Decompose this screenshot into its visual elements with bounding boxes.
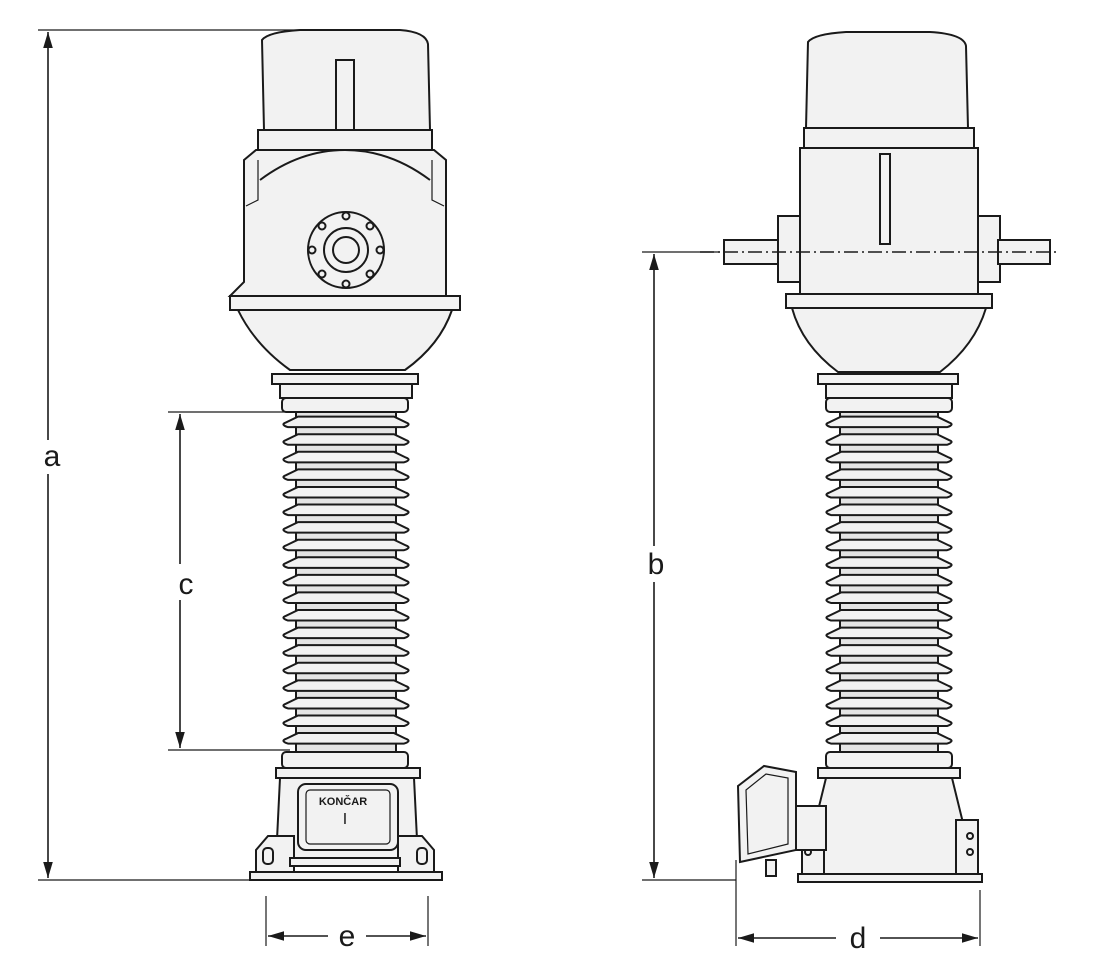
dimension-d-label: d: [850, 922, 867, 955]
side-base-plate: [797, 873, 983, 883]
insulator-shed: [282, 485, 410, 499]
insulator-shed: [825, 573, 953, 587]
side-base-frame: [800, 777, 978, 877]
side-terminal-flange-right: [977, 215, 1001, 283]
side-insulator-sheds: [825, 415, 953, 745]
insulator-shed: [282, 661, 410, 675]
side-terminal-flange-left: [777, 215, 801, 283]
insulator-shed: [825, 644, 953, 657]
insulator-shed: [282, 696, 410, 710]
nameplate-brand: KONČAR: [319, 795, 367, 808]
front-head-flange: [307, 211, 385, 289]
side-top-cap: [804, 31, 970, 129]
insulator-shed: [282, 591, 410, 604]
insulator-shed: [825, 732, 953, 745]
front-neck-flange: [271, 373, 419, 385]
insulator-shed: [825, 591, 953, 604]
insulator-shed: [825, 503, 953, 517]
insulator-shed: [825, 468, 953, 481]
front-left-foot: [255, 835, 295, 877]
insulator-shed: [282, 468, 410, 481]
side-view: [700, 31, 1060, 883]
insulator-shed: [282, 433, 410, 446]
insulator-shed: [282, 503, 410, 517]
insulator-shed: [825, 696, 953, 710]
dimension-a: a: [38, 29, 300, 881]
insulator-shed: [825, 521, 953, 534]
insulator-shed: [282, 556, 410, 569]
insulator-shed: [282, 644, 410, 657]
insulator-shed: [282, 732, 410, 745]
insulator-shed: [825, 714, 953, 728]
dimension-c: c: [168, 411, 290, 751]
dimension-e-label: e: [339, 920, 356, 953]
insulator-shed: [825, 538, 953, 552]
nameplate-mark: I: [343, 811, 347, 828]
dimension-b: b: [642, 251, 736, 881]
front-bowl: [236, 309, 454, 371]
front-base-plate: [249, 871, 443, 881]
insulator-shed: [282, 679, 410, 692]
insulator-shed: [282, 609, 410, 622]
insulator-shed: [282, 450, 410, 464]
insulator-shed: [282, 714, 410, 728]
insulator-shed: [825, 626, 953, 640]
front-lower-ring: [281, 751, 409, 769]
dimension-b-label: b: [648, 548, 665, 581]
insulator-shed: [825, 415, 953, 429]
front-view: KONČAR I: [227, 29, 461, 881]
insulator-shed: [825, 679, 953, 692]
insulator-shed: [825, 661, 953, 675]
dimension-e: e: [265, 896, 429, 953]
insulator-shed: [825, 433, 953, 446]
front-cap-band: [257, 129, 433, 151]
dimension-a-label: a: [44, 440, 61, 473]
nameplate: [297, 783, 399, 851]
front-mid-flange: [229, 295, 461, 311]
front-top-slot: [335, 59, 355, 131]
side-lower-ring: [825, 751, 953, 769]
insulator-shed: [282, 521, 410, 534]
insulator-shed: [825, 485, 953, 499]
front-insulator-sheds: [282, 415, 410, 745]
insulator-shed: [282, 573, 410, 587]
insulator-shed: [825, 450, 953, 464]
dimension-c-label: c: [179, 568, 194, 601]
side-bowl: [790, 307, 988, 373]
insulator-shed: [825, 556, 953, 569]
side-mid-flange: [785, 293, 993, 309]
insulator-shed: [282, 538, 410, 552]
dimension-d: d: [735, 860, 981, 955]
insulator-shed: [282, 626, 410, 640]
side-cap-band: [803, 127, 975, 149]
insulator-shed: [282, 415, 410, 429]
insulator-shed: [825, 609, 953, 622]
